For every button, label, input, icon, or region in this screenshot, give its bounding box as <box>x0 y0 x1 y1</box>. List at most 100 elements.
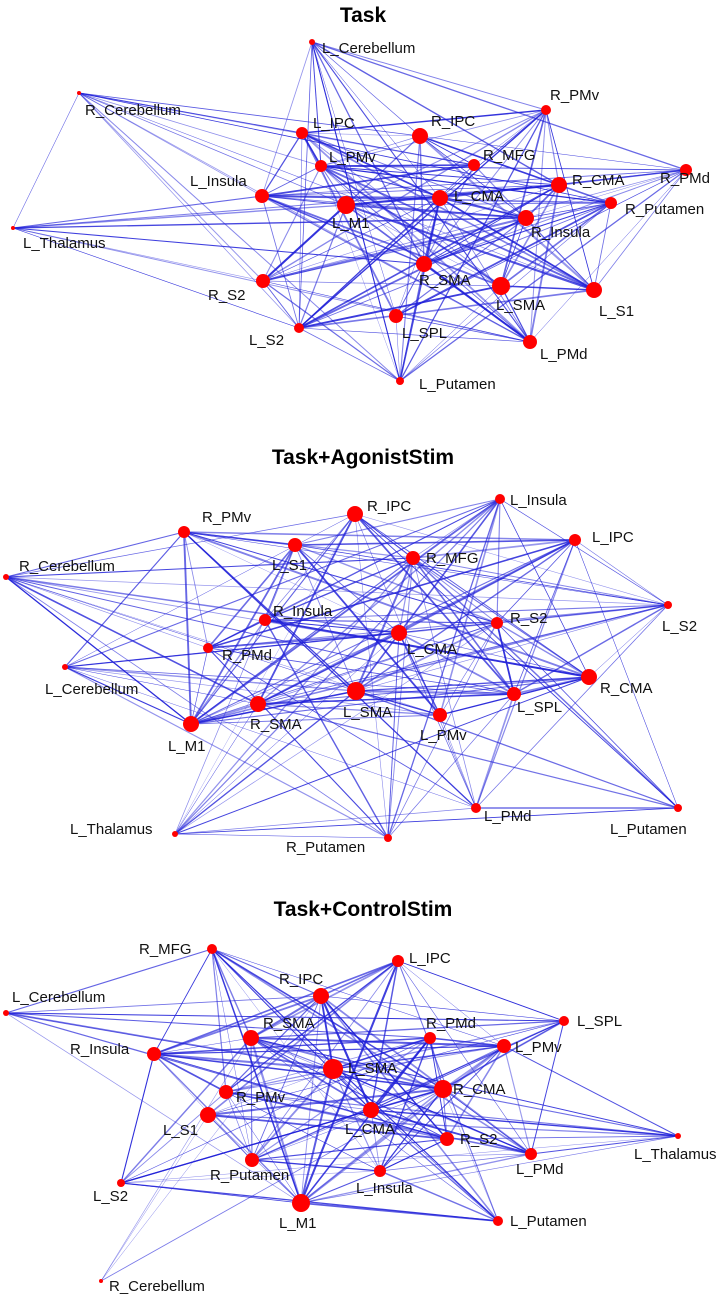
node-label-R_S2: R_S2 <box>460 1131 498 1148</box>
edge-R_Cerebellum-R_IPC <box>78 92 421 137</box>
edge-R_PMv-R_PMd <box>183 531 209 649</box>
edge-L_Insula-L_SMA <box>355 498 501 692</box>
edge-L_Cerebellum-L_PMd <box>311 41 531 343</box>
edge-R_CMA-L_PMd <box>529 184 560 343</box>
edge-R_SMA-L_Thalamus <box>250 1037 679 1137</box>
edge-R_PMv-L_PMd <box>183 531 477 809</box>
edge-L_Thalamus-L_Putamen <box>174 807 679 835</box>
node-label-R_PMv: R_PMv <box>236 1089 286 1106</box>
node-L_S2 <box>117 1179 125 1187</box>
edge-L_PMv-L_SMA <box>320 165 502 287</box>
node-R_IPC <box>313 988 329 1004</box>
edge-L_Insula-L_S2 <box>499 498 669 606</box>
edge-L_PMd-L_M1 <box>300 1153 532 1204</box>
node-R_Putamen <box>605 197 617 209</box>
edge-L_CMA-L_Putamen <box>370 1109 499 1222</box>
panel-title: Task <box>340 4 387 27</box>
edge-R_PMv-L_PMv <box>320 109 547 167</box>
node-R_PMd <box>203 643 213 653</box>
node-label-L_Thalamus: L_Thalamus <box>23 235 106 252</box>
node-label-R_SMA: R_SMA <box>419 272 471 289</box>
node-label-L_PMv: L_PMv <box>329 149 376 166</box>
panel-title: Task+ControlStim <box>274 898 453 921</box>
node-label-L_Thalamus: L_Thalamus <box>634 1146 717 1163</box>
edge-R_MFG-L_PMd <box>211 948 532 1155</box>
edge-R_SMA-L_PMv <box>250 1037 505 1047</box>
node-R_S2 <box>491 617 503 629</box>
edge-R_Insula-R_S2 <box>264 619 498 624</box>
node-label-L_SPL: L_SPL <box>577 1013 622 1030</box>
edge-R_PMd-R_Insula <box>525 169 687 219</box>
edge-L_M1-L_S1 <box>345 204 595 291</box>
edge-R_CMA-L_PMv <box>320 165 560 186</box>
edge-L_Cerebellum-L_SPL <box>311 41 397 317</box>
edge-L_Thalamus-L_S2 <box>12 227 300 329</box>
node-L_PMv <box>497 1039 511 1053</box>
edge-R_S2-R_Putamen <box>251 1138 448 1161</box>
edge-R_PMd-L_SMA <box>332 1037 431 1070</box>
edge-L_PMv-L_Thalamus <box>503 1045 679 1137</box>
edge-L_Insula-L_SMA <box>261 195 502 287</box>
edge-R_Putamen-L_SMA <box>500 202 612 287</box>
edge-R_PMd-L_S2 <box>120 1037 431 1184</box>
node-L_S1 <box>586 282 602 298</box>
node-label-L_Insula: L_Insula <box>510 492 567 509</box>
edge-R_CMA-L_Insula <box>379 1088 444 1172</box>
node-label-R_Cerebellum: R_Cerebellum <box>109 1278 205 1295</box>
edge-R_CMA-L_PMd <box>442 1088 532 1155</box>
node-L_PMv <box>315 160 327 172</box>
node-L_Putamen <box>396 377 404 385</box>
edge-R_Insula-L_S2 <box>264 604 669 621</box>
edge-L_SMA-L_M1 <box>190 690 357 725</box>
edge-L_IPC-R_PMd <box>207 539 576 649</box>
edge-R_PMd-L_PMd <box>529 169 687 343</box>
edges <box>5 948 679 1282</box>
node-label-R_Cerebellum: R_Cerebellum <box>19 558 115 575</box>
edge-R_MFG-R_SMA <box>423 164 475 265</box>
edge-L_Cerebellum-R_PMv <box>311 41 547 111</box>
node-label-L_PMv: L_PMv <box>515 1039 562 1056</box>
node-label-R_IPC: R_IPC <box>279 971 323 988</box>
node-label-L_Thalamus: L_Thalamus <box>70 821 153 838</box>
edge-R_PMd-L_Putamen <box>399 169 687 382</box>
node-label-R_Putamen: R_Putamen <box>286 839 365 856</box>
node-L_Insula <box>255 189 269 203</box>
edge-L_CMA-R_Putamen <box>251 1109 372 1161</box>
edge-R_PMv-L_M1 <box>225 1091 302 1204</box>
edge-L_SMA-L_Putamen <box>399 285 502 382</box>
edge-R_Insula-L_SMA <box>500 217 527 287</box>
node-L_PMv <box>433 708 447 722</box>
edge-R_Putamen-L_SPL <box>395 202 612 317</box>
edge-L_Cerebellum-R_IPC <box>5 995 322 1014</box>
node-label-L_Insula: L_Insula <box>356 1180 413 1197</box>
edge-L_PMv-L_S1 <box>320 165 595 291</box>
edge-R_Cerebellum-L_SPL <box>5 576 515 695</box>
edge-R_PMd-R_Putamen <box>207 647 389 839</box>
edge-L_PMv-L_PMd <box>439 714 477 809</box>
node-R_PMv <box>219 1085 233 1099</box>
edge-R_PMd-L_SPL <box>395 169 687 317</box>
edge-L_IPC-R_Putamen <box>251 960 399 1161</box>
edge-R_PMd-L_PMd <box>207 647 477 809</box>
node-L_SMA <box>323 1059 343 1079</box>
edge-L_SPL-L_S1 <box>207 1020 565 1116</box>
edge-L_PMv-R_Insula <box>153 1045 505 1055</box>
edge-R_PMd-L_PMv <box>320 165 687 171</box>
edge-L_CMA-L_Insula <box>370 1109 381 1172</box>
edge-L_Thalamus-R_Putamen <box>174 833 389 839</box>
edge-R_Insula-R_PMd <box>207 619 266 649</box>
node-label-R_Insula: R_Insula <box>70 1041 130 1058</box>
edge-L_S1-R_PMd <box>207 544 296 649</box>
edge-R_IPC-R_SMA <box>257 513 356 705</box>
node-label-L_S1: L_S1 <box>163 1122 198 1139</box>
edge-R_CMA-L_M1 <box>300 1088 444 1204</box>
edge-L_SMA-L_Putamen <box>355 690 679 809</box>
edge-L_CMA-L_Cerebellum <box>64 632 400 668</box>
node-R_Putamen <box>384 834 392 842</box>
node-R_MFG <box>207 944 217 954</box>
edge-L_Insula-L_Thalamus <box>12 195 263 229</box>
edge-R_IPC-R_Cerebellum <box>5 513 356 578</box>
edge-L_CMA-R_Insula <box>439 197 527 219</box>
